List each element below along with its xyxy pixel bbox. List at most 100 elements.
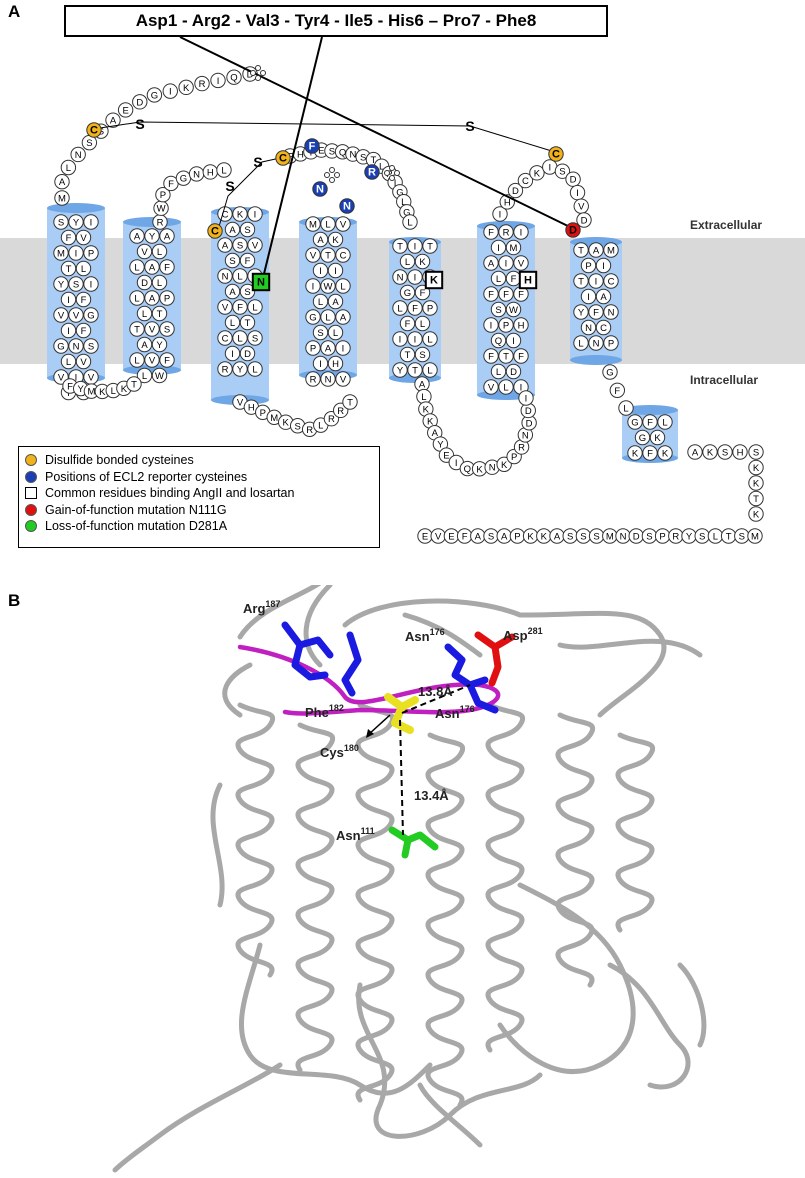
svg-text:L: L — [134, 356, 139, 367]
c-terminus-residue: S — [748, 444, 764, 460]
svg-text:I: I — [497, 243, 500, 254]
svg-text:V: V — [488, 383, 495, 394]
residue: I — [247, 206, 263, 222]
svg-text:L: L — [318, 421, 323, 432]
residue: L — [60, 353, 77, 370]
svg-text:S: S — [294, 421, 300, 432]
svg-text:K: K — [654, 433, 661, 444]
c-terminus-residue: K — [522, 528, 539, 544]
intracellular-label: Intracellular — [690, 373, 759, 387]
c-terminus-residue: A — [549, 528, 565, 544]
residue: F — [505, 270, 522, 287]
svg-text:C: C — [90, 125, 98, 137]
common-binding-residue: H — [518, 270, 538, 290]
svg-text:S: S — [88, 342, 94, 353]
residue: S — [83, 338, 99, 354]
svg-text:W: W — [155, 371, 164, 382]
residue: M — [53, 245, 69, 261]
svg-text:N: N — [522, 430, 529, 441]
svg-text:C: C — [222, 334, 229, 345]
residue: K — [414, 253, 431, 270]
svg-text:V: V — [88, 373, 95, 384]
svg-text:P: P — [503, 321, 509, 332]
residue: L — [657, 414, 673, 430]
svg-text:K: K — [753, 463, 760, 474]
residue: V — [483, 379, 499, 395]
svg-text:F: F — [405, 319, 411, 330]
residue: I — [392, 331, 408, 347]
structure-labels: Arg187 Asn176 Asp281 13.8Å Phe182 Asn176… — [243, 599, 543, 843]
red-circle-icon — [25, 503, 37, 516]
residue: V — [573, 198, 589, 214]
residue: Y — [151, 336, 168, 353]
residue: F — [232, 299, 248, 315]
svg-text:M: M — [87, 387, 95, 398]
svg-text:F: F — [309, 141, 316, 153]
svg-text:C: C — [222, 210, 229, 221]
svg-text:H: H — [524, 275, 532, 287]
ecl2-reporter-residue: N — [312, 181, 328, 197]
residue: T — [422, 238, 438, 254]
svg-text:S: S — [360, 152, 366, 163]
label-asn111: Asn111 — [336, 826, 375, 843]
svg-text:V: V — [58, 311, 65, 322]
svg-text:A: A — [432, 428, 439, 439]
residue: D — [507, 182, 524, 199]
svg-text:T: T — [412, 366, 418, 377]
residue: W — [320, 278, 336, 294]
svg-text:I: I — [576, 188, 579, 199]
svg-text:R: R — [503, 228, 510, 239]
svg-text:F: F — [462, 532, 468, 543]
c-terminus-residue: K — [748, 506, 764, 522]
residue: I — [498, 255, 514, 271]
residue: L — [416, 388, 432, 405]
c-terminus-residue: K — [748, 459, 764, 476]
svg-text:N: N — [593, 339, 600, 350]
svg-text:I: I — [520, 383, 523, 394]
svg-text:R: R — [518, 442, 525, 453]
svg-text:V: V — [237, 398, 244, 409]
svg-text:M: M — [57, 249, 65, 260]
residue: I — [83, 214, 99, 230]
residue: T — [573, 273, 589, 289]
cys-disulfide-residue: C — [275, 150, 291, 166]
svg-text:I: I — [169, 87, 172, 98]
svg-text:A: A — [340, 313, 347, 324]
svg-text:F: F — [511, 274, 517, 285]
svg-text:H: H — [518, 321, 525, 332]
residue: I — [505, 332, 522, 349]
svg-text:S: S — [237, 241, 243, 252]
svg-text:K: K — [427, 416, 434, 427]
svg-text:I: I — [342, 344, 345, 355]
svg-text:N: N — [193, 169, 200, 180]
residue: I — [305, 278, 321, 294]
svg-text:S: S — [646, 532, 652, 543]
label-asn176-top: Asn176 — [405, 627, 445, 644]
residue: F — [609, 382, 626, 399]
residue: Y — [53, 276, 69, 292]
svg-text:L: L — [230, 318, 235, 329]
svg-text:T: T — [134, 325, 140, 336]
svg-text:I: I — [334, 266, 337, 277]
svg-text:G: G — [87, 311, 94, 322]
label-distance-13-8: 13.8Å — [418, 684, 453, 699]
svg-text:M: M — [309, 220, 317, 231]
svg-text:I: I — [587, 292, 590, 303]
residue: M — [603, 242, 619, 258]
residue: F — [159, 352, 175, 368]
residue: V — [144, 352, 160, 368]
residue: G — [53, 338, 69, 354]
svg-text:T: T — [753, 494, 759, 505]
residue: A — [144, 259, 160, 275]
svg-text:N: N — [325, 375, 332, 386]
ecl2-reporter-residue: N — [339, 198, 355, 214]
residue: T — [407, 362, 423, 378]
svg-text:S: S — [86, 138, 92, 149]
svg-text:P: P — [514, 532, 520, 543]
svg-text:L: L — [134, 294, 139, 305]
residue: L — [232, 330, 248, 346]
svg-text:A: A — [419, 380, 426, 391]
svg-text:A: A — [164, 232, 171, 243]
c-terminus-residue: T — [720, 528, 737, 544]
